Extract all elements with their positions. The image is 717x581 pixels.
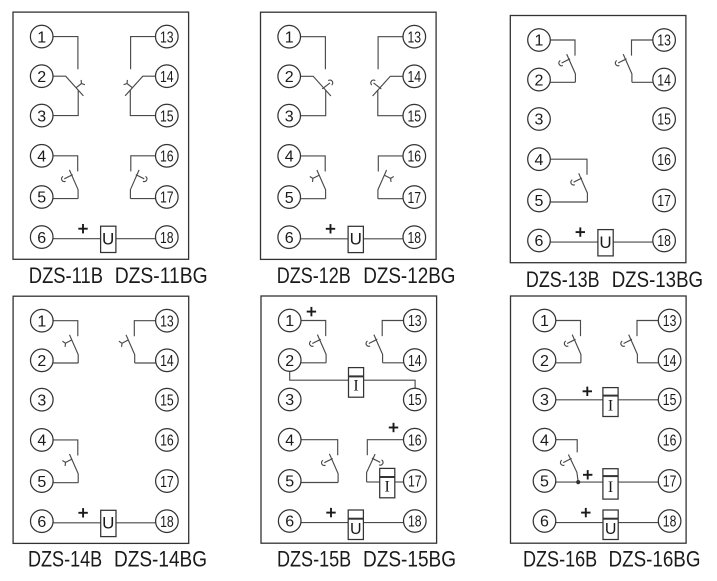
- svg-text:18: 18: [160, 514, 174, 531]
- svg-text:DZS-12B: DZS-12B: [277, 263, 351, 288]
- svg-text:14: 14: [657, 72, 671, 89]
- svg-text:2: 2: [37, 69, 46, 86]
- svg-text:4: 4: [37, 149, 46, 166]
- svg-text:5: 5: [37, 474, 46, 491]
- svg-text:16: 16: [663, 432, 677, 449]
- svg-text:U: U: [350, 230, 362, 249]
- svg-text:15: 15: [408, 108, 422, 125]
- svg-text:3: 3: [285, 392, 294, 409]
- svg-text:I: I: [385, 478, 390, 495]
- svg-text:16: 16: [160, 149, 174, 166]
- svg-text:DZS-16B: DZS-16B: [523, 546, 597, 571]
- svg-text:17: 17: [160, 190, 174, 207]
- svg-text:6: 6: [535, 233, 544, 250]
- svg-text:5: 5: [285, 474, 294, 491]
- svg-text:14: 14: [663, 353, 677, 370]
- svg-text:5: 5: [540, 474, 549, 491]
- svg-text:4: 4: [535, 152, 544, 169]
- svg-text:3: 3: [540, 392, 549, 409]
- svg-text:18: 18: [657, 233, 671, 250]
- svg-text:DZS-11BG: DZS-11BG: [115, 263, 208, 288]
- svg-text:U: U: [605, 521, 617, 538]
- svg-text:2: 2: [37, 353, 46, 370]
- svg-text:13: 13: [160, 29, 174, 46]
- svg-text:18: 18: [160, 230, 174, 247]
- svg-text:6: 6: [37, 514, 46, 531]
- svg-text:1: 1: [37, 313, 46, 330]
- svg-text:5: 5: [37, 190, 46, 207]
- svg-text:DZS-13B: DZS-13B: [526, 267, 600, 292]
- svg-text:18: 18: [408, 230, 422, 247]
- svg-text:DZS-15B: DZS-15B: [277, 546, 351, 571]
- svg-text:3: 3: [285, 108, 294, 125]
- svg-text:13: 13: [160, 313, 174, 330]
- svg-text:15: 15: [160, 392, 174, 409]
- svg-text:6: 6: [285, 514, 294, 531]
- svg-text:14: 14: [160, 353, 174, 370]
- svg-text:DZS-11B: DZS-11B: [29, 263, 103, 288]
- svg-text:18: 18: [408, 514, 422, 531]
- svg-text:13: 13: [408, 29, 422, 46]
- svg-text:15: 15: [663, 392, 677, 409]
- svg-text:5: 5: [285, 190, 294, 207]
- svg-text:4: 4: [37, 433, 46, 450]
- svg-text:I: I: [608, 479, 613, 496]
- svg-text:15: 15: [160, 108, 174, 125]
- svg-text:14: 14: [408, 69, 422, 86]
- svg-text:DZS-13BG: DZS-13BG: [612, 267, 703, 292]
- svg-text:1: 1: [535, 33, 544, 50]
- svg-text:2: 2: [535, 72, 544, 89]
- svg-text:4: 4: [540, 432, 549, 449]
- svg-text:16: 16: [657, 152, 671, 169]
- svg-text:3: 3: [535, 112, 544, 129]
- svg-text:16: 16: [160, 433, 174, 450]
- svg-text:14: 14: [408, 353, 422, 370]
- svg-text:2: 2: [285, 69, 294, 86]
- svg-text:I: I: [353, 378, 358, 395]
- svg-text:U: U: [102, 229, 114, 248]
- svg-text:5: 5: [535, 193, 544, 210]
- svg-text:2: 2: [285, 353, 294, 370]
- svg-text:17: 17: [663, 474, 677, 491]
- svg-text:1: 1: [285, 313, 294, 330]
- svg-text:4: 4: [285, 432, 294, 449]
- svg-text:6: 6: [285, 230, 294, 247]
- svg-text:DZS-14BG: DZS-14BG: [114, 546, 207, 571]
- svg-text:18: 18: [663, 514, 677, 531]
- svg-text:15: 15: [408, 392, 422, 409]
- svg-text:14: 14: [160, 69, 174, 86]
- svg-text:1: 1: [37, 29, 46, 46]
- svg-text:2: 2: [540, 353, 549, 370]
- svg-text:17: 17: [408, 474, 422, 491]
- svg-text:17: 17: [408, 190, 422, 207]
- svg-text:DZS-15BG: DZS-15BG: [363, 546, 456, 571]
- svg-text:16: 16: [408, 432, 422, 449]
- svg-text:DZS-16BG: DZS-16BG: [609, 546, 701, 571]
- svg-text:13: 13: [408, 313, 422, 330]
- svg-text:3: 3: [37, 108, 46, 125]
- svg-text:1: 1: [285, 29, 294, 46]
- svg-text:DZS-14B: DZS-14B: [28, 546, 102, 571]
- svg-text:U: U: [102, 514, 114, 533]
- svg-text:I: I: [608, 398, 613, 415]
- svg-text:16: 16: [408, 149, 422, 166]
- svg-text:13: 13: [657, 33, 671, 50]
- svg-text:6: 6: [37, 230, 46, 247]
- svg-text:15: 15: [657, 112, 671, 129]
- svg-text:4: 4: [285, 149, 294, 166]
- svg-text:1: 1: [540, 313, 549, 330]
- svg-text:17: 17: [160, 474, 174, 491]
- svg-text:3: 3: [37, 392, 46, 409]
- svg-text:17: 17: [657, 193, 671, 210]
- svg-text:U: U: [599, 233, 611, 252]
- svg-text:6: 6: [540, 514, 549, 531]
- svg-text:U: U: [350, 521, 362, 538]
- svg-text:DZS-12BG: DZS-12BG: [363, 263, 455, 288]
- svg-text:13: 13: [663, 313, 677, 330]
